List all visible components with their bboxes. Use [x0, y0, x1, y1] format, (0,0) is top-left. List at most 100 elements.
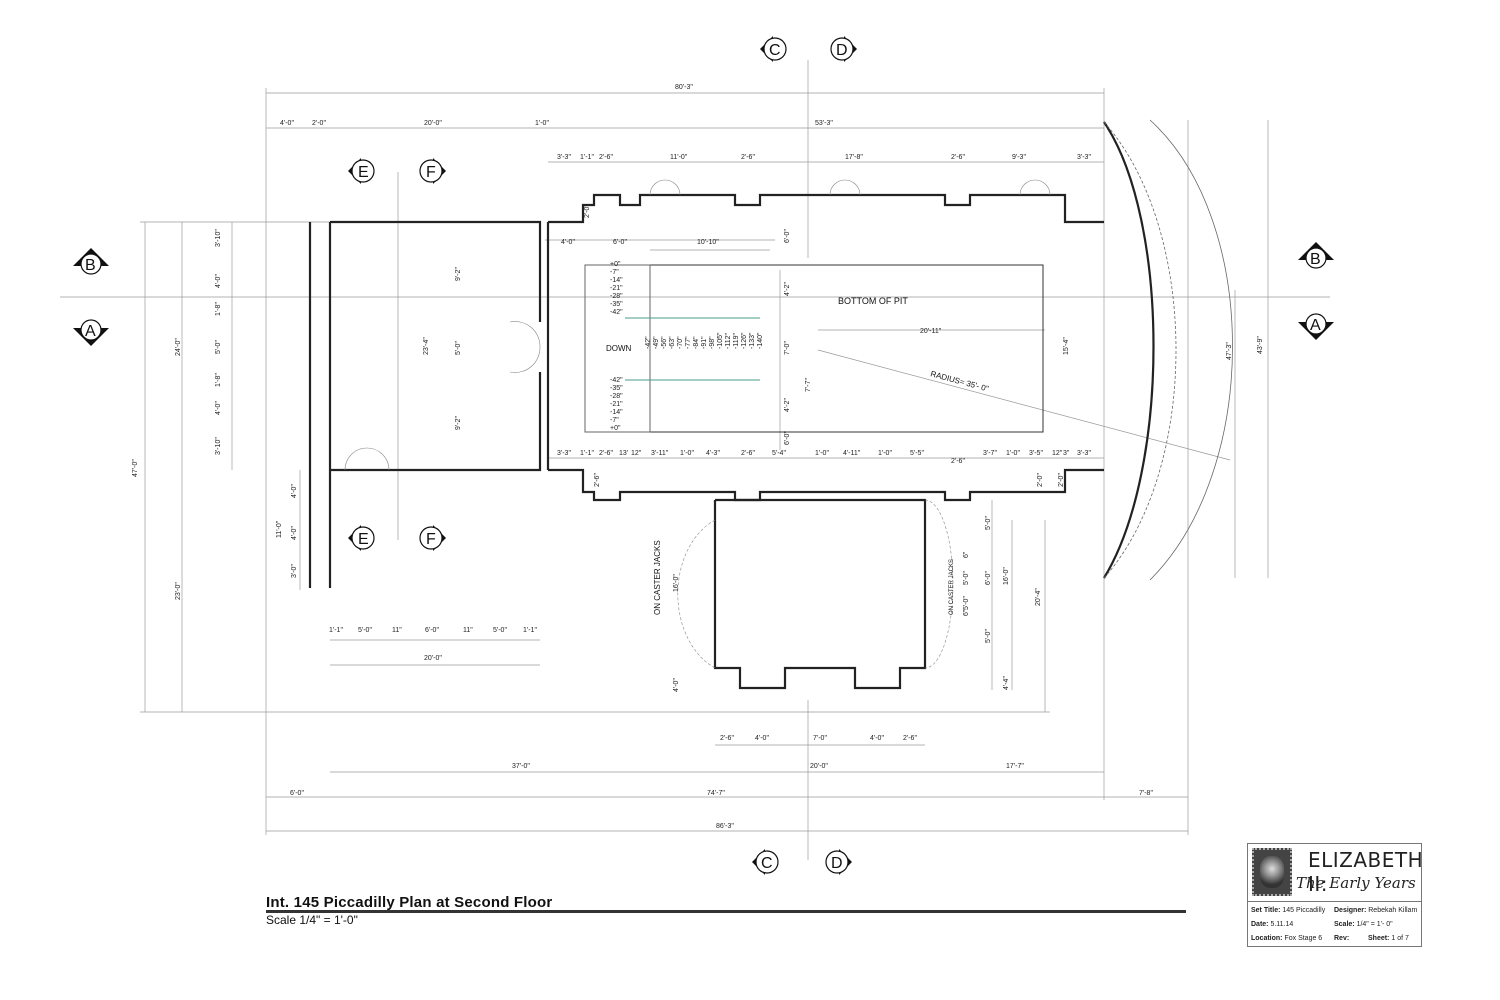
dim-lw-6: 3'-10"	[215, 437, 222, 455]
dim-lrb-0: 2'-6"	[720, 735, 734, 742]
dim-lrb-4: 2'-6"	[903, 735, 917, 742]
marker-d-bottom: D	[831, 855, 843, 872]
dim-pit-5: 4'-2"	[784, 398, 791, 412]
dim-pit-9: 2'-6"	[594, 473, 601, 487]
riser-bot-0: -42"	[610, 377, 623, 384]
dim-pit-4: 4'-2"	[784, 282, 791, 296]
dim-lrs-1: 4'-0"	[673, 678, 680, 692]
tb-sheet: Sheet: 1 of 7	[1368, 935, 1409, 942]
dim-upper-1: 1'-1"	[580, 154, 594, 161]
dim-lrs-13: 2'-0"	[1058, 473, 1065, 487]
run-10: -112"	[725, 333, 732, 349]
riser-bot-2: -28"	[610, 393, 623, 400]
marker-e-upper: E	[358, 164, 369, 181]
tb-scale: Scale: 1/4" = 1'- 0"	[1334, 921, 1393, 928]
dim-low-17: 3'-5"	[1029, 450, 1043, 457]
marker-b-left: B	[85, 257, 96, 274]
dim-ll-0: 4'-0"	[291, 484, 298, 498]
dim-stair-2: 10'-10"	[697, 239, 719, 246]
dim-lrs-2: 5'-0"	[985, 516, 992, 530]
dim-lrs-6: 5'-0"	[963, 596, 970, 610]
dim-rl-2: 9'-2"	[455, 416, 462, 430]
title-block: ELIZABETH II: The Early Years Set Title:…	[1247, 843, 1424, 947]
dim-lo-3: 11'-0"	[276, 520, 283, 538]
dim-pit-8: 2'-0"	[584, 204, 591, 218]
riser-bot-4: -14"	[610, 409, 623, 416]
dim-top-3: 1'-0"	[535, 120, 549, 127]
dim-rl-3: 23'-4"	[423, 337, 430, 355]
dim-br2-0: 6'-0"	[290, 790, 304, 797]
dimension-lines	[60, 60, 1330, 860]
dim-lo-1: 47'-0"	[132, 459, 139, 477]
dimension-texts: 80'-3" 86'-3" 4'-0" 2'-0" 20'-0" 1'-0" 5…	[132, 84, 1264, 830]
dim-lw-2: 1'-8"	[215, 302, 222, 316]
dim-upper-2: 2'-6"	[599, 154, 613, 161]
dim-upper-8: 3'-3"	[1077, 154, 1091, 161]
dim-rl-0: 9'-2"	[455, 267, 462, 281]
dim-stair-0: 4'-0"	[561, 239, 575, 246]
dim-top-0: 4'-0"	[280, 120, 294, 127]
run-2: -56"	[661, 336, 668, 349]
plan-title: Int. 145 Piccadilly Plan at Second Floor	[266, 894, 553, 911]
dim-pit-3: 7'-7"	[805, 378, 812, 392]
dim-rs-1: 43'-9"	[1257, 336, 1264, 354]
show-subtitle: The Early Years	[1296, 874, 1416, 892]
dim-upper-5: 17'-8"	[845, 154, 863, 161]
marker-e-lower: E	[358, 531, 369, 548]
riser-top-1: -7"	[610, 269, 619, 276]
run-6: -84"	[693, 336, 700, 349]
dim-pit-6: 6'-0"	[784, 229, 791, 243]
run-8: -98"	[709, 336, 716, 349]
dim-bl-6: 1'-1"	[523, 627, 537, 634]
dim-low-0: 3'-3"	[557, 450, 571, 457]
dim-low-12: 1'-0"	[878, 450, 892, 457]
dim-low-5: 3'-11"	[651, 450, 669, 457]
tb-set-title: Set Title: 145 Piccadilly	[1251, 907, 1326, 914]
dim-low-6: 1'-0"	[680, 450, 694, 457]
dim-rl-1: 5'-0"	[455, 341, 462, 355]
marker-c-bottom: C	[761, 855, 773, 872]
dim-overall-top: 80'-3"	[675, 84, 693, 91]
run-5: -77"	[685, 336, 692, 349]
arc-lines	[1103, 119, 1233, 581]
dim-lo-0: 24'-0"	[175, 338, 182, 356]
tb-location: Location: Fox Stage 6	[1251, 935, 1323, 942]
dim-top-1: 2'-0"	[312, 120, 326, 127]
marker-f-upper: F	[426, 164, 436, 181]
dim-low-13: 5'-5"	[910, 450, 924, 457]
dim-br2-1: 74'-7"	[707, 790, 725, 797]
riser-bot-3: -21"	[610, 401, 623, 408]
dim-br2-2: 7'-8"	[1139, 790, 1153, 797]
dim-lrs-9: 16'-0"	[1003, 567, 1010, 585]
dim-low-2: 2'-6"	[599, 450, 613, 457]
section-marker-left-ba: B A	[73, 248, 109, 346]
plan-scale: Scale 1/4" = 1'-0"	[266, 913, 358, 927]
dim-top-2: 20'-0"	[424, 120, 442, 127]
dim-br-2: 17'-7"	[1006, 763, 1024, 770]
walls	[308, 121, 1155, 690]
dim-low-7: 4'-3"	[706, 450, 720, 457]
label-bottom-of-pit: BOTTOM OF PIT	[838, 296, 908, 306]
dim-lrs-0: 16'-0"	[673, 574, 680, 592]
postage-stamp-icon	[1252, 848, 1292, 896]
run-9: -105"	[717, 332, 724, 349]
dim-lw-0: 3'-10"	[215, 229, 222, 247]
dim-lw-3: 5'-0"	[215, 340, 222, 354]
dim-lrb-1: 4'-0"	[755, 735, 769, 742]
run-13: -133"	[749, 332, 756, 349]
pit	[584, 264, 1044, 433]
dim-upper-0: 3'-3"	[557, 154, 571, 161]
show-title: ELIZABETH II:	[1308, 848, 1424, 896]
dim-upper-6: 2'-6"	[951, 154, 965, 161]
section-marker-right-ba: B A	[1298, 242, 1334, 340]
dim-rs-0: 47'-3"	[1226, 342, 1233, 360]
marker-a-right: A	[1310, 317, 1321, 334]
label-caster-jacks-left: ON CASTER JACKS	[653, 540, 662, 615]
dim-lrb-2: 7'-0"	[813, 735, 827, 742]
riser-top-5: -35"	[610, 301, 623, 308]
dim-low-10: 1'-0"	[815, 450, 829, 457]
dim-low-9: 5'-4"	[772, 450, 786, 457]
dim-lrs-5: 6'-0"	[985, 571, 992, 585]
dim-low-20: 3'-3"	[1077, 450, 1091, 457]
